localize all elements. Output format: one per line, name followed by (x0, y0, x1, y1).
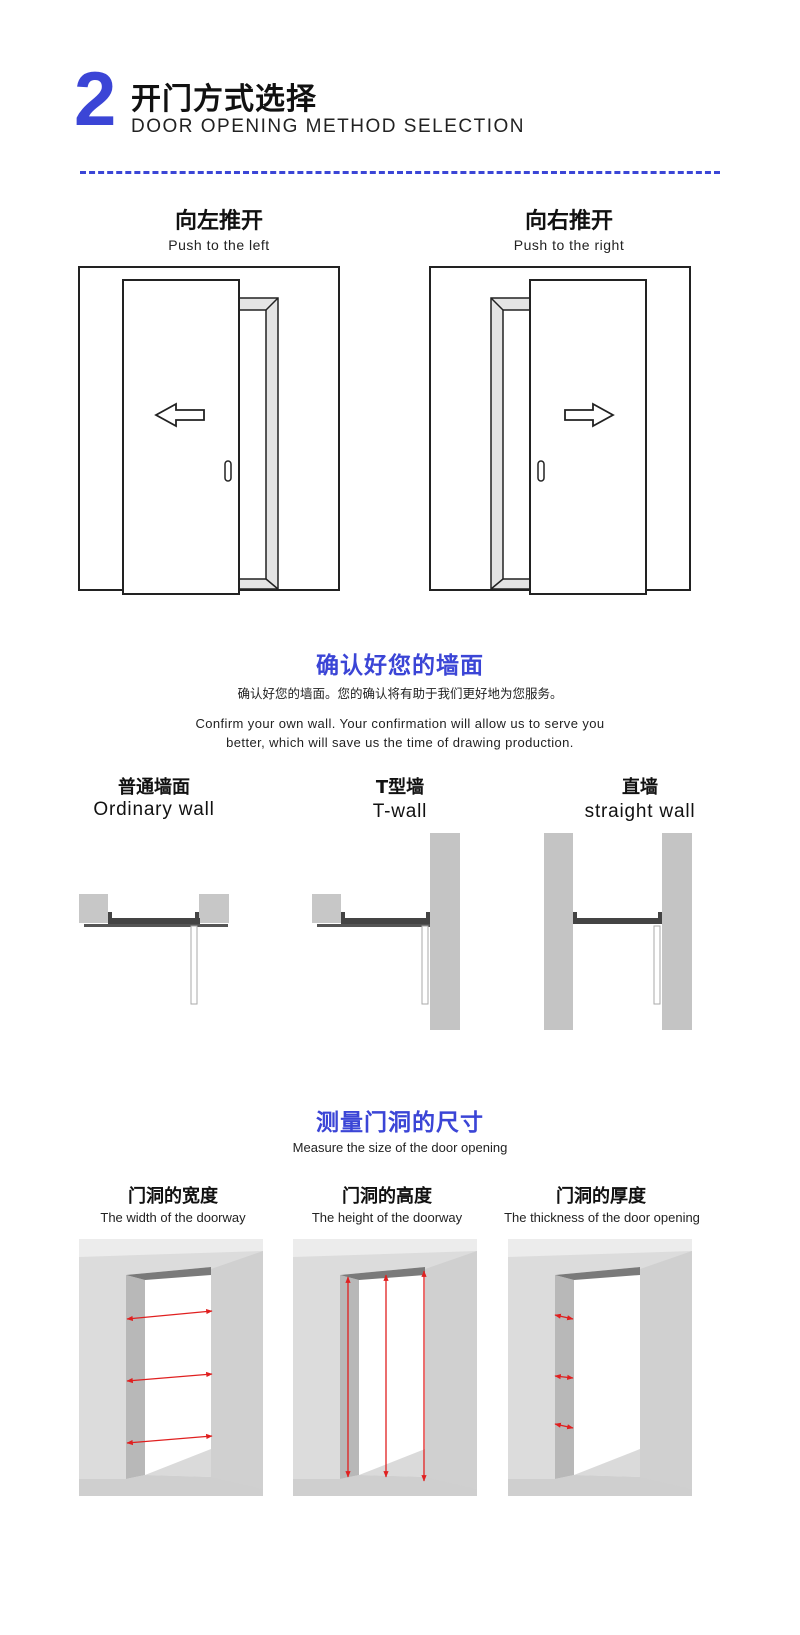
wall-desc-en-line1: Confirm your own wall. Your confirmation… (195, 716, 605, 731)
measure-thickness-en: The thickness of the door opening (504, 1210, 700, 1225)
straight-wall-diagram (544, 833, 692, 1030)
door-right-title-en: Push to the right (513, 237, 625, 253)
ordinary-wall-diagram (79, 894, 229, 1005)
measure-subtitle: Measure the size of the door opening (292, 1140, 508, 1155)
wall-type-t-cn: T型墙 (375, 777, 425, 798)
doorway-width-diagram (79, 1239, 263, 1496)
wall-heading: 确认好您的墙面 (316, 653, 484, 679)
wall-desc-cn: 确认好您的墙面。您的确认将有助于我们更好地为您服务。 (237, 686, 563, 701)
door-right-title-cn: 向右推开 (524, 209, 613, 234)
section-title-en: DOOR OPENING METHOD SELECTION (131, 116, 525, 137)
dashed-divider (80, 171, 720, 174)
measure-height-cn: 门洞的高度 (342, 1186, 432, 1207)
doorway-height-diagram (293, 1239, 477, 1496)
section-number: 2 (74, 57, 117, 142)
door-left-title-cn: 向左推开 (174, 209, 263, 234)
measure-width-cn: 门洞的宽度 (128, 1186, 218, 1207)
measure-heading: 测量门洞的尺寸 (316, 1110, 484, 1136)
measure-height-en: The height of the doorway (311, 1210, 463, 1225)
wall-type-t-en: T-wall (372, 801, 428, 822)
measure-width-en: The width of the doorway (100, 1210, 246, 1225)
wall-type-straight-cn: 直墙 (622, 777, 658, 798)
section-title-cn: 开门方式选择 (131, 82, 317, 117)
wall-type-ordinary-cn: 普通墙面 (118, 777, 190, 798)
measure-thickness-cn: 门洞的厚度 (556, 1186, 646, 1207)
wall-type-ordinary-en: Ordinary wall (93, 799, 215, 820)
wall-desc-en-line2: better, which will save us the time of d… (226, 735, 574, 750)
door-left-title-en: Push to the left (168, 237, 270, 253)
wall-type-straight-en: straight wall (584, 801, 696, 822)
door-push-right-illustration (429, 266, 691, 595)
doorway-thickness-diagram (508, 1239, 692, 1496)
door-push-left-illustration (78, 266, 340, 595)
t-wall-diagram (312, 833, 460, 1030)
